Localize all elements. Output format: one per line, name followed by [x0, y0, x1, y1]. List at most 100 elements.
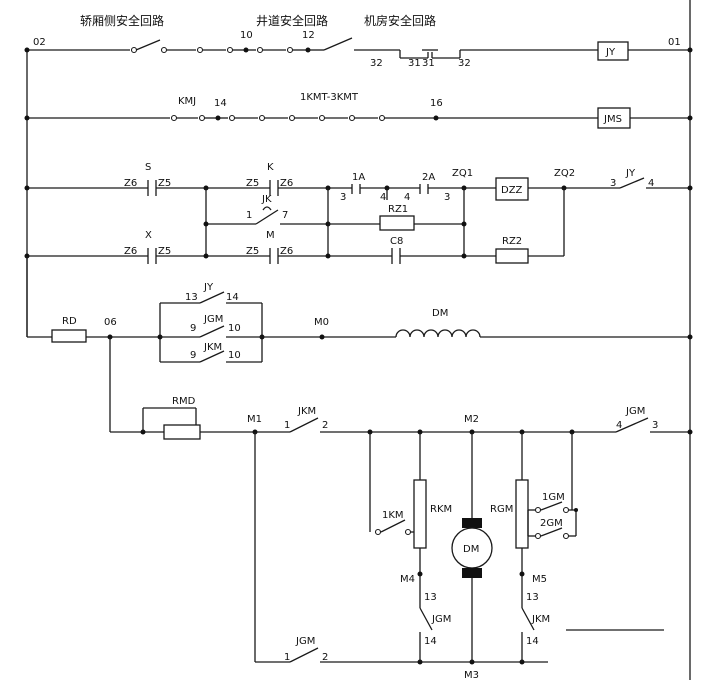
pin-13-jkm: 13 [424, 592, 437, 603]
pin-9-jgm: 9 [190, 323, 196, 334]
resistor-rgm [515, 479, 529, 549]
z6-k: Z6 [280, 178, 293, 189]
node-label-12: 12 [302, 30, 315, 41]
contact-jy-row4-label: JY [203, 282, 214, 293]
node-label-06: 06 [104, 317, 117, 328]
pin-4-jy: 4 [648, 178, 654, 189]
z5-s: Z5 [158, 178, 171, 189]
dzz-box [495, 177, 529, 201]
contact-m-label: M [266, 230, 275, 241]
pin-4-2a: 4 [404, 192, 410, 203]
armature-circuit: RMD M1 JKM 1 2 M2 JGM 4 3 JGM 1 2 [109, 337, 693, 680]
heading-machine-room-safety: 机房安全回路 [364, 13, 436, 28]
contact-1km-label: 1KM [382, 510, 404, 521]
rz2-label: RZ2 [502, 236, 522, 247]
heading-shaft-safety: 井道安全回路 [256, 13, 328, 28]
resistor-rz2 [495, 248, 529, 264]
pin-9-jkm: 9 [190, 350, 196, 361]
c8-label: C8 [390, 236, 403, 247]
pin-3-jgm-top: 3 [652, 420, 658, 431]
node-label-m0: M0 [314, 317, 329, 328]
contact-kmj-label: KMJ [178, 96, 196, 107]
door-lock-row: KMJ 14 1KMT-3KMT 16 JMS [24, 92, 693, 129]
pin-14-jkm-right: 14 [526, 636, 539, 647]
resistor-rkm [413, 479, 427, 549]
contact-jgm-row4-label: JGM [203, 314, 223, 325]
contact-jkm-vert-label: JGM [431, 614, 451, 625]
node-label-m2: M2 [464, 414, 479, 425]
motor-dm-label: DM [463, 544, 479, 555]
pin-10-jgm: 10 [228, 323, 241, 334]
pin-13-jkm-right: 13 [526, 592, 539, 603]
field-winding-row: RD 06 JY 13 14 JGM 9 10 JKM 9 10 M0 [26, 256, 693, 363]
pin-4-jgm-top: 4 [616, 420, 622, 431]
node-label-01: 01 [668, 37, 681, 48]
safety-circuit-row: 轿厢侧安全回路 井道安全回路 机房安全回路 02 01 10 12 [24, 13, 693, 69]
node-label-16: 16 [430, 98, 443, 109]
pin-31-b: 31 [422, 58, 435, 69]
inductor-dm-label: DM [432, 308, 448, 319]
pin-32-a: 32 [370, 58, 383, 69]
rz1-label: RZ1 [388, 204, 408, 215]
contact-2a-label: 2A [422, 172, 435, 183]
heading-car-safety: 轿厢侧安全回路 [80, 13, 164, 28]
node-label-zq2: ZQ2 [554, 168, 575, 179]
pin-3-1a: 3 [340, 192, 346, 203]
contact-1a-label: 1A [352, 172, 365, 183]
pin-14-jkm: 14 [424, 636, 437, 647]
node-label-m5: M5 [532, 574, 547, 585]
pin-3-jy: 3 [610, 178, 616, 189]
contact-jk-label: JK [261, 194, 272, 205]
z5-x: Z5 [158, 246, 171, 257]
pin-32-b: 32 [458, 58, 471, 69]
pin-10-jkm: 10 [228, 350, 241, 361]
coil-jy [597, 41, 629, 61]
contact-2gm-label: 2GM [540, 518, 563, 529]
pin-7-jk: 7 [282, 210, 288, 221]
contact-jkm-row4-label: JKM [203, 342, 222, 353]
node-label-m1: M1 [247, 414, 262, 425]
z6-s: Z6 [124, 178, 137, 189]
node-label-zq1: ZQ1 [452, 168, 473, 179]
contact-jkm-top-label: JKM [297, 406, 316, 417]
pin-4-1a: 4 [380, 192, 386, 203]
contact-jgm-top-label: JGM [625, 406, 645, 417]
node-label-10: 10 [240, 30, 253, 41]
inductor-dm [395, 329, 481, 338]
pin-2-jgm-bottom: 2 [322, 652, 328, 663]
pin-14-jy: 14 [226, 292, 239, 303]
contact-s-label: S [145, 162, 151, 173]
fuse-rd [51, 329, 87, 343]
contact-jgm-bottom-label: JGM [295, 636, 315, 647]
contact-k-label: K [267, 162, 274, 173]
rgm-label: RGM [490, 504, 513, 515]
motor-brush-top [462, 518, 482, 528]
z6-m: Z6 [280, 246, 293, 257]
contact-jkm-right-label: JKM [531, 614, 550, 625]
dzz-label: DZZ [501, 185, 523, 196]
pin-1-jk: 1 [246, 210, 252, 221]
pin-1-jgm-bottom: 1 [284, 652, 290, 663]
node-label-m4: M4 [400, 574, 415, 585]
contact-x-label: X [145, 230, 152, 241]
node-label-m3: M3 [464, 670, 479, 680]
z5-m: Z5 [246, 246, 259, 257]
resistor-rz1 [379, 215, 415, 231]
rkm-label: RKM [430, 504, 452, 515]
z5-k: Z5 [246, 178, 259, 189]
pin-2-jkm-top: 2 [322, 420, 328, 431]
z6-x: Z6 [124, 246, 137, 257]
contact-kmt-label: 1KMT-3KMT [300, 92, 359, 103]
power-rails [26, 0, 691, 680]
coil-jy-label: JY [605, 47, 616, 58]
motor-brush-bottom [462, 568, 482, 578]
pin-13-jy: 13 [185, 292, 198, 303]
contact-jy-row3-label: JY [625, 168, 636, 179]
contact-1gm-label: 1GM [542, 492, 565, 503]
node-label-14: 14 [214, 98, 227, 109]
pin-1-jkm-top: 1 [284, 420, 290, 431]
direction-control-row: S Z6 Z5 K Z5 Z6 1A 3 4 2A 4 3 ZQ1 DZZ Z [24, 162, 693, 264]
pin-3-2a: 3 [444, 192, 450, 203]
node-label-02: 02 [33, 37, 46, 48]
